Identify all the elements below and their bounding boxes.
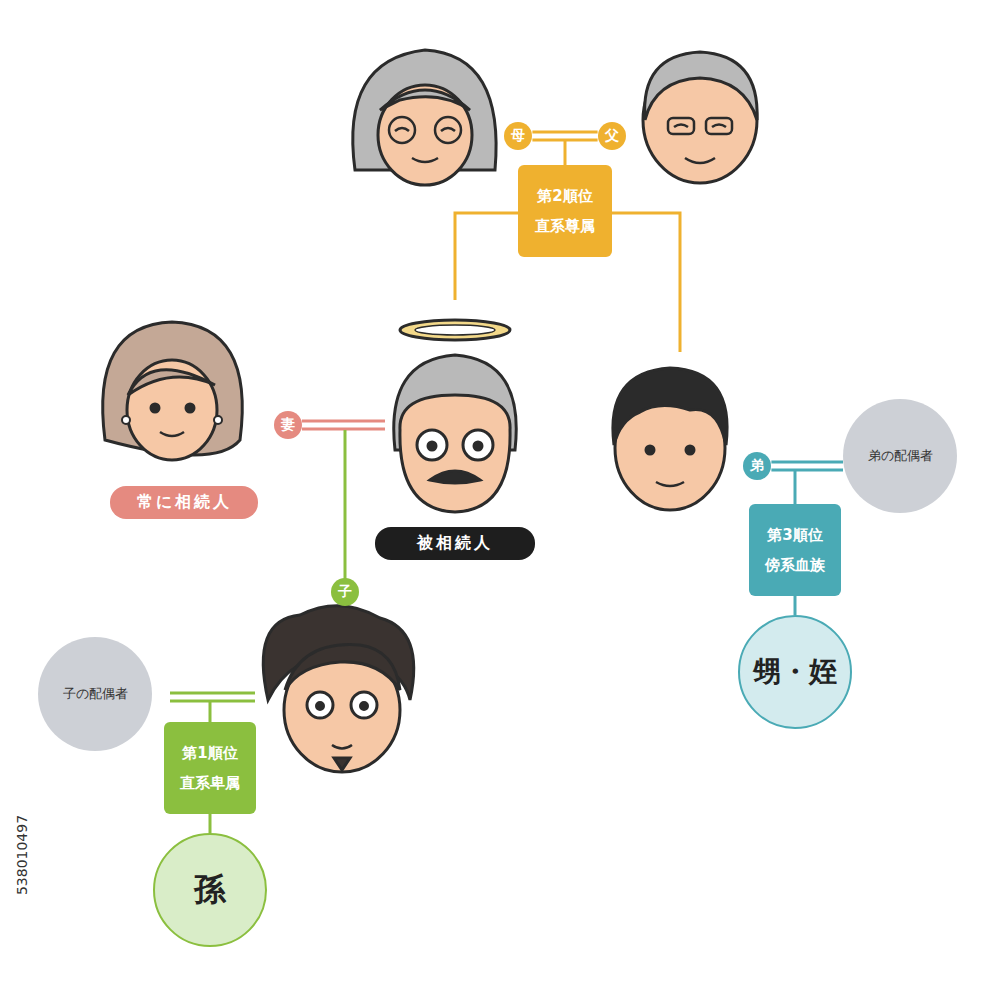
illustration-stroke — [656, 482, 684, 486]
node-text: 第1順位 — [182, 738, 237, 768]
illustration-stroke — [412, 158, 438, 162]
illustration-stroke — [674, 125, 726, 128]
mother-face — [353, 50, 496, 185]
node-text: 孫 — [194, 868, 226, 912]
node-text: 常に相続人 — [137, 492, 232, 513]
node-text: 傍系血族 — [765, 550, 825, 580]
illustration-stroke — [435, 117, 461, 143]
illustration-stroke — [415, 325, 495, 335]
illustration-stroke — [389, 117, 415, 143]
illustration-stroke — [706, 118, 732, 134]
illustration-stroke — [151, 404, 159, 412]
deceased-face — [394, 320, 517, 512]
node-text: 第3順位 — [767, 520, 822, 550]
illustration-stroke — [794, 471, 797, 505]
illustration-stroke — [668, 118, 694, 134]
relation-tag: 母 — [504, 122, 533, 151]
kin-connector — [210, 814, 211, 833]
illustration-stroke — [645, 52, 758, 120]
node-text: 甥・姪 — [753, 653, 837, 691]
rank-box: 第3順位傍系血族 — [749, 504, 841, 596]
spouse-circle: 弟の配偶者 — [843, 399, 957, 513]
relation-tag: 子 — [331, 578, 360, 607]
illustration-stroke — [395, 128, 455, 131]
illustration-stroke — [285, 645, 400, 690]
illustration-stroke — [428, 442, 436, 450]
node-text: 父 — [605, 127, 619, 145]
node-text: 直系卑属 — [180, 768, 240, 798]
illustration-stroke — [209, 702, 212, 724]
node-text: 妻 — [281, 416, 295, 434]
illustration-stroke — [646, 446, 654, 454]
rank-box: 第2順位直系尊属 — [518, 165, 612, 257]
relation-tag: 妻 — [274, 411, 303, 440]
connector-stroke — [209, 814, 212, 833]
illustration-stroke — [417, 430, 447, 460]
illustration-stroke — [160, 432, 184, 436]
illustration-stroke — [332, 745, 352, 749]
connector-stroke — [771, 468, 843, 471]
relation-tag: 父 — [598, 122, 627, 151]
illustration-stroke — [351, 692, 377, 718]
illustration-stroke — [380, 90, 470, 110]
spouse-circle: 子の配偶者 — [38, 637, 152, 751]
tree-lines — [170, 141, 795, 724]
node-text: 母 — [511, 127, 525, 145]
connector-stroke — [532, 138, 597, 141]
node-text: 子 — [338, 583, 352, 601]
node-text: 第2順位 — [537, 181, 592, 211]
node-text: 弟の配偶者 — [868, 447, 933, 465]
illustration-stroke — [128, 370, 215, 395]
illustration-stroke — [122, 416, 130, 424]
kin-connector — [795, 596, 796, 615]
illustration-stroke — [214, 416, 222, 424]
illustration-stroke — [361, 703, 368, 710]
connector-stroke — [532, 130, 597, 133]
connector-stroke — [771, 460, 843, 463]
illustration-stroke — [186, 404, 194, 412]
brother-face — [613, 368, 727, 510]
illustration-stroke — [307, 692, 333, 718]
heir-pill: 常に相続人 — [110, 486, 258, 519]
kin-connector — [771, 462, 843, 470]
child-face — [263, 606, 414, 772]
relation-tag: 弟 — [743, 452, 772, 481]
illustration-stroke — [127, 360, 217, 460]
illustration-stroke — [685, 158, 715, 163]
father-face — [643, 52, 757, 183]
kin-connector — [532, 132, 597, 140]
stock-id-watermark: 538010497 — [14, 815, 30, 895]
illustration-stroke — [302, 420, 385, 423]
illustration-stroke — [400, 320, 510, 340]
illustration-stroke — [400, 395, 510, 512]
node-text: 弟 — [750, 457, 764, 475]
descendant-circle: 甥・姪 — [738, 615, 852, 729]
node-text: 直系尊属 — [535, 211, 595, 241]
wife-face — [103, 322, 243, 460]
illustration-stroke — [378, 85, 472, 185]
illustration-stroke — [463, 430, 493, 460]
illustration-stroke — [564, 141, 567, 166]
illustration-stroke — [474, 442, 482, 450]
connector-stroke — [794, 596, 797, 615]
illustration-stroke — [430, 471, 480, 483]
illustration-stroke — [334, 758, 350, 770]
deceased-pill: 被相続人 — [375, 527, 535, 560]
illustration-stroke — [613, 368, 727, 445]
illustration-stroke — [170, 700, 255, 703]
illustration-stroke — [170, 692, 255, 695]
illustration-stroke — [686, 446, 694, 454]
illustration-stroke — [317, 703, 324, 710]
descendant-circle: 孫 — [153, 833, 267, 947]
rank-box: 第1順位直系卑属 — [164, 722, 256, 814]
node-text: 子の配偶者 — [63, 685, 128, 703]
node-text: 被相続人 — [417, 533, 493, 554]
